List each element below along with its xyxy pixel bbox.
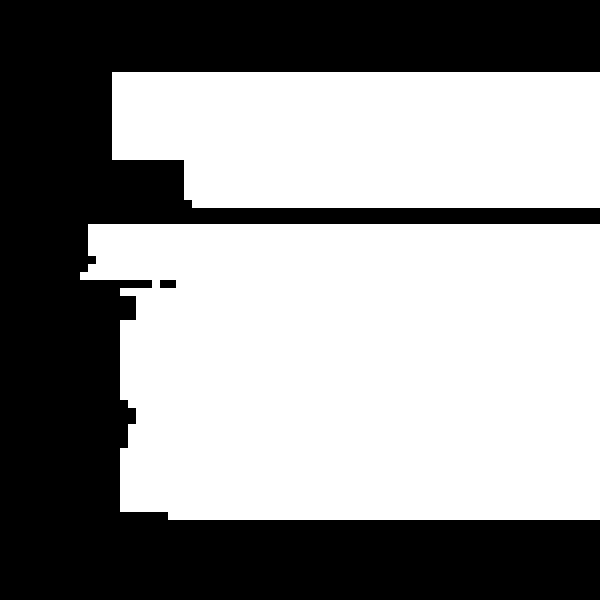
white-region-4 [96, 256, 600, 264]
white-region-9 [120, 288, 600, 296]
white-region-5 [88, 264, 600, 272]
white-region-14 [128, 424, 600, 448]
white-region-8 [176, 280, 600, 288]
white-region-15 [120, 448, 600, 512]
white-region-10 [136, 296, 600, 320]
white-region-11 [120, 320, 600, 400]
white-region-6 [80, 272, 600, 280]
white-region-0 [112, 72, 600, 160]
white-region-2 [192, 200, 600, 208]
white-region-16 [168, 512, 600, 520]
white-region-12 [128, 400, 600, 408]
white-region-1 [184, 160, 600, 200]
white-region-7 [152, 280, 160, 288]
white-region-13 [136, 408, 600, 424]
white-region-3 [88, 224, 600, 256]
